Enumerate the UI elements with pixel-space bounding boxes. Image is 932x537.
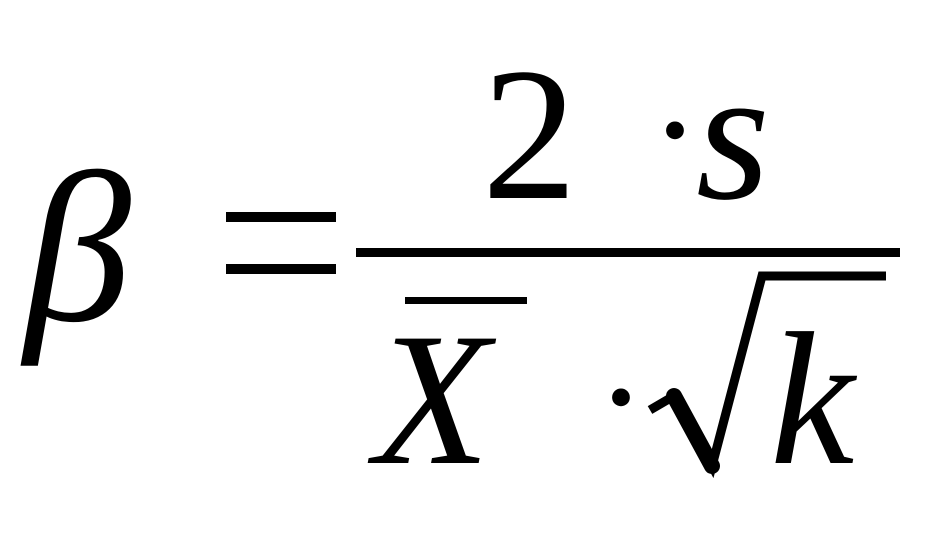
beta-symbol: β <box>24 128 132 367</box>
mean-overline <box>405 297 527 304</box>
radical-hook <box>666 388 720 474</box>
equals-bottom-bar <box>226 264 336 274</box>
equals-top-bar <box>226 212 336 222</box>
numerator-multiply-dot: · <box>650 47 700 213</box>
fraction-bar <box>356 248 900 257</box>
denominator-variable-x: X <box>374 295 491 505</box>
numerator-variable-s: s <box>696 30 770 240</box>
numerator-coefficient: 2 <box>482 30 577 240</box>
equals-sign <box>226 212 336 274</box>
denominator-multiply-dot: · <box>596 314 646 480</box>
radicand-k: k <box>770 295 855 505</box>
square-root-sign <box>647 271 886 479</box>
